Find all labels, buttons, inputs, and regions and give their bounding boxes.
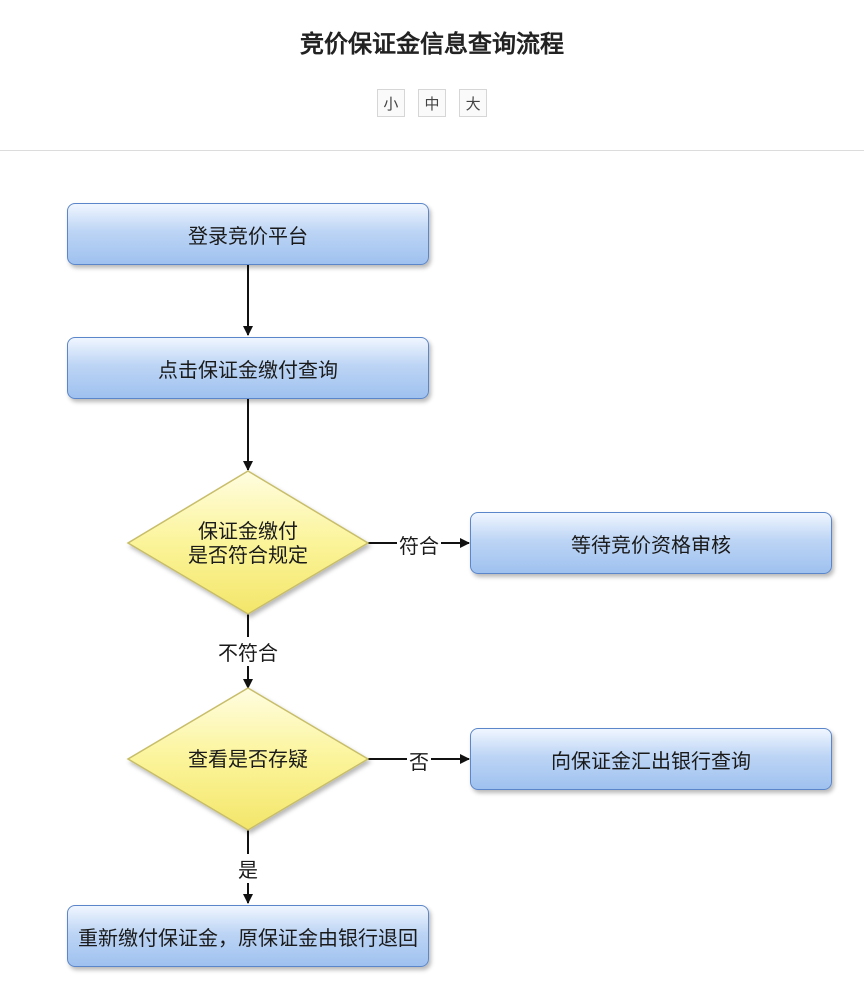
edge-label-compliant: 符合 (397, 530, 441, 559)
page-title: 竞价保证金信息查询流程 (300, 30, 564, 58)
edge-label-yes: 是 (236, 854, 260, 883)
font-size-small-button[interactable]: 小 (376, 89, 405, 117)
decision-compliant-line1: 保证金缴付 (198, 519, 298, 543)
font-size-large-button[interactable]: 大 (459, 89, 488, 117)
font-size-switcher: 小 中 大 (0, 89, 864, 117)
decision-doubt-label: 查看是否存疑 (188, 747, 308, 771)
decision-compliant-line2: 是否符合规定 (188, 543, 308, 567)
step-repay-box: 重新缴付保证金，原保证金由银行退回 (67, 905, 429, 967)
step-query-box: 点击保证金缴付查询 (67, 337, 429, 399)
edge-label-no: 否 (407, 746, 431, 775)
decision-doubt-diamond (126, 687, 370, 831)
step-bank-query-box: 向保证金汇出银行查询 (470, 728, 832, 790)
font-size-medium-button[interactable]: 中 (418, 89, 446, 117)
edge-label-not-compliant: 不符合 (216, 637, 280, 666)
step-wait-box: 等待竞价资格审核 (470, 512, 832, 574)
page-header: 竞价保证金信息查询流程 小 中 大 (0, 0, 864, 151)
step-login-box: 登录竞价平台 (67, 203, 429, 265)
decision-compliant-label: 保证金缴付 是否符合规定 (148, 519, 348, 567)
decision-compliant-diamond (126, 470, 370, 615)
